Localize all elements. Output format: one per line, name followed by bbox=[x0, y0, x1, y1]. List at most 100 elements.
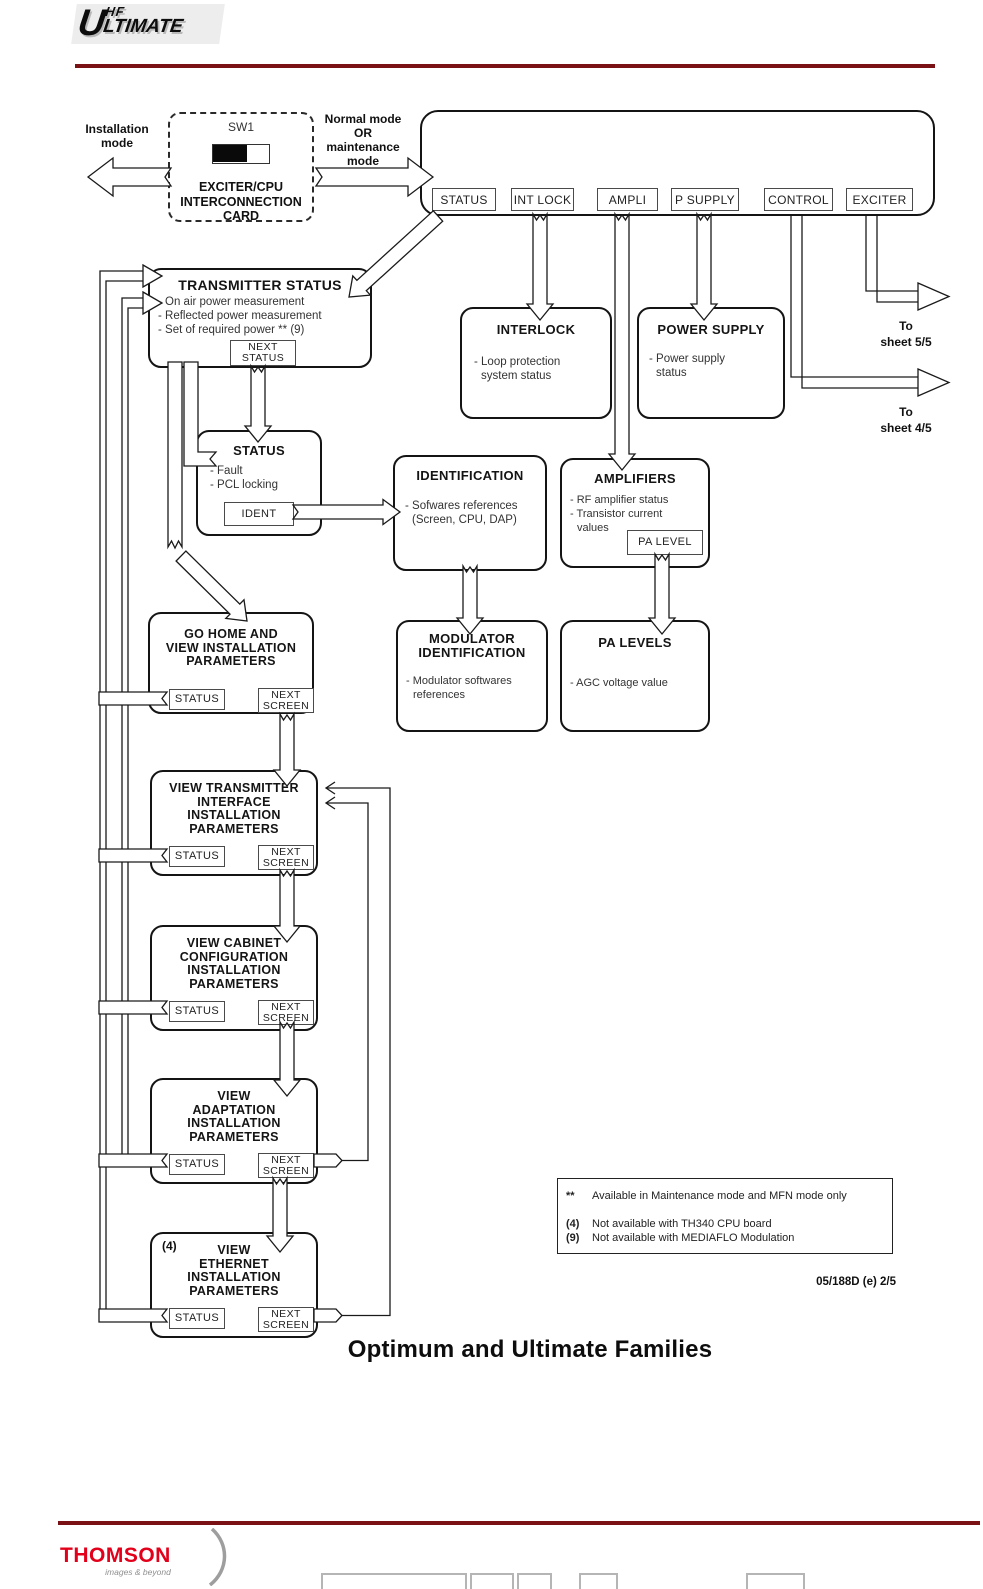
arrow-intlock-to-interlock bbox=[525, 211, 555, 322]
footnote-row: (4) Not available with TH340 CPU board bbox=[566, 1217, 884, 1231]
node-view-transmitter: VIEW TRANSMITTER INTERFACE INSTALLATION … bbox=[150, 770, 318, 876]
to-sheet5-label: To sheet 5/5 bbox=[858, 318, 954, 350]
band-next-viewethernet bbox=[313, 1308, 343, 1323]
exciter-wire-b bbox=[876, 216, 918, 303]
next-status-line: STATUS bbox=[241, 352, 285, 364]
thomson-swoosh-icon bbox=[208, 1528, 227, 1586]
node-item: - AGC voltage value bbox=[570, 677, 668, 689]
header-rule bbox=[75, 64, 935, 68]
int-lock-button[interactable]: INT LOCK bbox=[511, 188, 574, 211]
to-sheet5-arrowhead bbox=[917, 282, 951, 311]
next-screen-line: SCREEN bbox=[262, 699, 310, 712]
node-title: PA LEVELS bbox=[598, 635, 672, 650]
normal-mode-label: Normal mode OR maintenance mode bbox=[318, 112, 408, 168]
installation-mode-arrow bbox=[86, 156, 173, 198]
node-transmitter-status: TRANSMITTER STATUS - On air power measur… bbox=[148, 268, 372, 368]
node-view-adaptation: VIEW ADAPTATION INSTALLATION PARAMETERS … bbox=[150, 1078, 318, 1184]
status-label: STATUS bbox=[174, 1005, 220, 1017]
node-item: - Power supply bbox=[649, 353, 726, 365]
p-supply-button[interactable]: P SUPPLY bbox=[671, 188, 739, 211]
status-return-button[interactable]: STATUS bbox=[169, 689, 225, 710]
control-button[interactable]: CONTROL bbox=[764, 188, 833, 211]
node-status: STATUS - Fault - PCL locking IDENT bbox=[196, 430, 322, 536]
node-title-line: PARAMETERS bbox=[186, 654, 276, 668]
thomson-wordmark: THOMSON bbox=[60, 1544, 171, 1567]
next-screen-line: SCREEN bbox=[262, 1164, 310, 1177]
node-title-line: INSTALLATION bbox=[187, 808, 281, 822]
node-title-line: INSTALLATION bbox=[187, 963, 281, 977]
footnote-text: Not available with MEDIAFLO Modulation bbox=[592, 1232, 795, 1244]
footnote-row: (9) Not available with MEDIAFLO Modulati… bbox=[566, 1231, 884, 1245]
node-title-line: VIEW bbox=[217, 1243, 251, 1257]
footer-slot bbox=[470, 1573, 514, 1589]
node-pa-levels: PA LEVELS - AGC voltage value bbox=[560, 620, 710, 732]
arrow-psupply-to-powersupply bbox=[689, 211, 719, 322]
card-name-line: CARD bbox=[222, 209, 260, 223]
control-wire-b bbox=[801, 216, 918, 389]
node-interlock: INTERLOCK - Loop protection system statu… bbox=[460, 307, 612, 419]
ident-label: IDENT bbox=[241, 507, 277, 520]
exciter-button[interactable]: EXCITER bbox=[846, 188, 913, 211]
footer-slot bbox=[517, 1573, 552, 1589]
node-item: - On air power measurement bbox=[158, 296, 305, 308]
thomson-tagline: images & beyond bbox=[105, 1567, 171, 1577]
node-title: INTERLOCK bbox=[496, 322, 576, 337]
node-identification: IDENTIFICATION - Sofwares references (Sc… bbox=[393, 455, 547, 571]
card-name: EXCITER/CPU INTERCONNECTION CARD bbox=[170, 180, 312, 224]
sw1-switch-knob bbox=[213, 145, 247, 162]
footer-rule bbox=[58, 1521, 980, 1525]
to-sheet5-line: sheet 5/5 bbox=[880, 335, 932, 349]
footnote-marker-4: (4) bbox=[162, 1239, 177, 1253]
node-title: GO HOME AND VIEW INSTALLATION PARAMETERS bbox=[150, 627, 312, 669]
sw1-switch[interactable] bbox=[212, 144, 270, 164]
exciter-wire-a bbox=[865, 216, 918, 292]
left-outer-loop-wire-a bbox=[99, 270, 143, 1318]
next-status-button[interactable]: NEXT STATUS bbox=[230, 340, 296, 366]
footnote-text: Not available with TH340 CPU board bbox=[592, 1218, 772, 1230]
interconnection-card-box: SW1 EXCITER/CPU INTERCONNECTION CARD bbox=[168, 112, 314, 224]
status-return-button[interactable]: STATUS bbox=[169, 1001, 225, 1022]
normal-mode-line: Normal mode bbox=[324, 112, 402, 126]
band-next-viewadaptation bbox=[313, 1153, 343, 1168]
status-button[interactable]: STATUS bbox=[432, 188, 496, 211]
node-title-line: PARAMETERS bbox=[189, 1283, 279, 1298]
status-label: STATUS bbox=[174, 1158, 220, 1170]
next-screen-button[interactable]: NEXT SCREEN bbox=[258, 688, 314, 713]
node-title-line: ETHERNET bbox=[199, 1256, 269, 1271]
footnote-text: Available in Maintenance mode and MFN mo… bbox=[592, 1190, 847, 1202]
next-screen-line: SCREEN bbox=[262, 1318, 310, 1331]
to-sheet4-label: To sheet 4/5 bbox=[858, 404, 954, 436]
node-title-line: INTERFACE bbox=[197, 794, 271, 809]
node-title-line: GO HOME AND bbox=[184, 627, 278, 641]
node-view-cabinet: VIEW CABINET CONFIGURATION INSTALLATION … bbox=[150, 925, 318, 1031]
next-screen-line: NEXT bbox=[271, 845, 301, 858]
installation-mode-label: Installation mode bbox=[80, 122, 154, 150]
node-modulator-identification: MODULATOR IDENTIFICATION - Modulator sof… bbox=[396, 620, 548, 732]
status-label: STATUS bbox=[174, 850, 220, 862]
ethernet-feedback-wire bbox=[324, 781, 391, 1317]
left-inner-loop-wire-b bbox=[127, 307, 143, 1163]
footer-slot bbox=[579, 1573, 618, 1589]
next-screen-button[interactable]: NEXT SCREEN bbox=[258, 1153, 314, 1178]
pa-level-button[interactable]: PA LEVEL bbox=[627, 530, 703, 555]
status-return-button[interactable]: STATUS bbox=[169, 1308, 225, 1329]
node-title-line: MODULATOR bbox=[429, 631, 515, 646]
node-title-line: INSTALLATION bbox=[187, 1270, 281, 1284]
control-wire-a bbox=[790, 216, 918, 378]
ampli-button[interactable]: AMPLI bbox=[597, 188, 658, 211]
status-return-button[interactable]: STATUS bbox=[169, 1154, 225, 1175]
normal-mode-line: mode bbox=[346, 154, 379, 168]
ident-button[interactable]: IDENT bbox=[224, 502, 294, 526]
node-power-supply: POWER SUPPLY - Power supply status bbox=[637, 307, 785, 419]
installation-mode-line: Installation bbox=[85, 122, 149, 136]
status-return-button[interactable]: STATUS bbox=[169, 846, 225, 867]
node-title-line: PARAMETERS bbox=[189, 821, 279, 836]
control-panel-box: STATUS INT LOCK AMPLI P SUPPLY CONTROL E… bbox=[420, 110, 935, 216]
node-go-home: GO HOME AND VIEW INSTALLATION PARAMETERS… bbox=[148, 612, 314, 714]
next-screen-button[interactable]: NEXT SCREEN bbox=[258, 1000, 314, 1025]
next-screen-button[interactable]: NEXT SCREEN bbox=[258, 845, 314, 870]
installation-mode-line: mode bbox=[100, 136, 133, 150]
next-screen-button[interactable]: NEXT SCREEN bbox=[258, 1307, 314, 1332]
node-title-line: VIEW CABINET bbox=[186, 936, 282, 950]
